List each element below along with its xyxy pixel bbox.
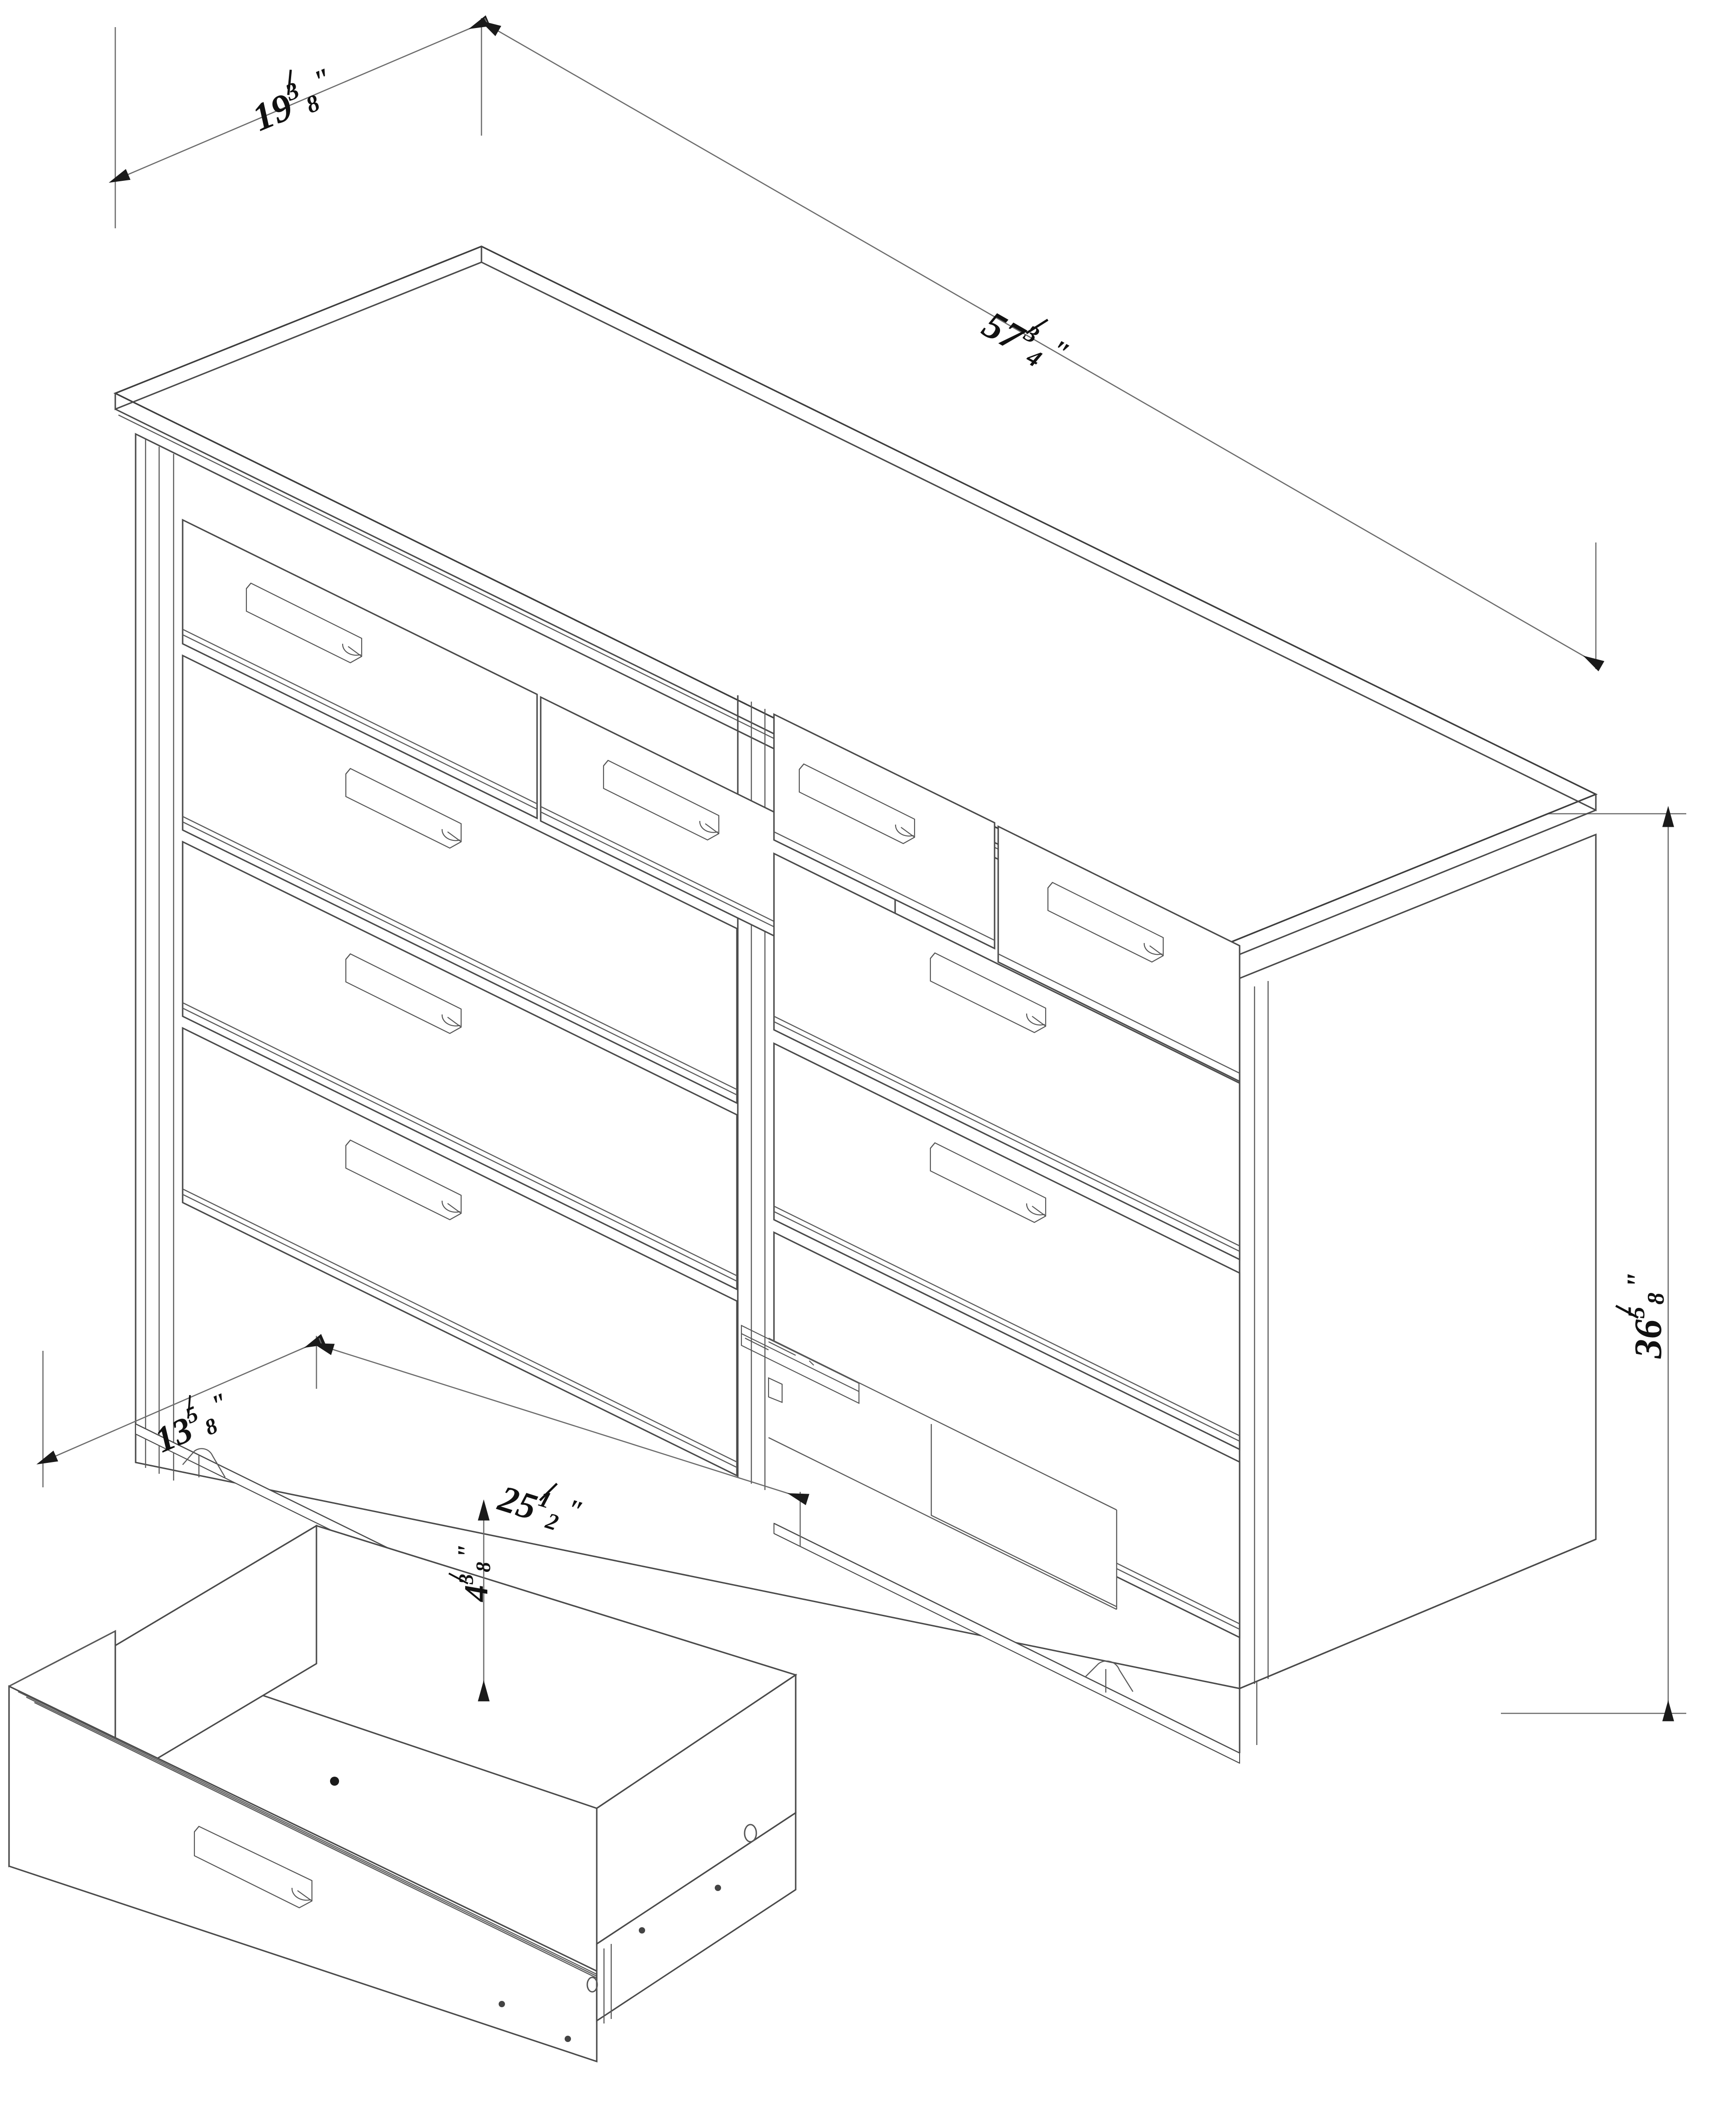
fastener-dot (565, 2036, 571, 2042)
drawer-front-right-fourth[interactable] (773, 852, 1241, 1261)
cup-pull-icon (798, 763, 915, 844)
cabinet-right-side-panel (1239, 833, 1597, 1690)
drawer-front-right-fifth[interactable] (773, 1042, 1241, 1451)
cam-lock-hole (744, 1824, 757, 1843)
cam-lock-hole (586, 1976, 598, 1993)
cabinet-base-apron-right (774, 1523, 1240, 1764)
dimension-width (480, 18, 1604, 671)
cup-pull-icon (1047, 882, 1164, 963)
drawer-front-right-second[interactable] (773, 713, 995, 950)
cup-pull-icon (345, 768, 462, 849)
drawer-front-right-third[interactable] (997, 825, 1241, 1083)
fastener-dot (499, 2001, 505, 2007)
cup-pull-icon (193, 1825, 313, 1909)
fastener-dot (715, 1885, 721, 1891)
cup-pull-icon (603, 759, 720, 841)
cup-pull-icon (245, 582, 363, 664)
dimension-drawer-width (312, 1338, 810, 1546)
cabinet-bottom-edge (1239, 1538, 1596, 1753)
drawer-front-left-top[interactable] (182, 519, 538, 820)
drawer-front-left-bottom[interactable] (182, 840, 738, 1291)
fastener-dot (639, 1927, 645, 1934)
drawer-front-left-middle[interactable] (182, 654, 738, 1104)
cup-pull-icon (929, 952, 1047, 1033)
empty-drawer-cavity (768, 1337, 1118, 1610)
cup-pull-icon (345, 953, 462, 1034)
fastener-dot (330, 1777, 339, 1786)
detached-drawer-box[interactable] (8, 1334, 810, 2063)
cup-pull-icon (345, 1139, 462, 1221)
cup-pull-icon (929, 1142, 1047, 1223)
